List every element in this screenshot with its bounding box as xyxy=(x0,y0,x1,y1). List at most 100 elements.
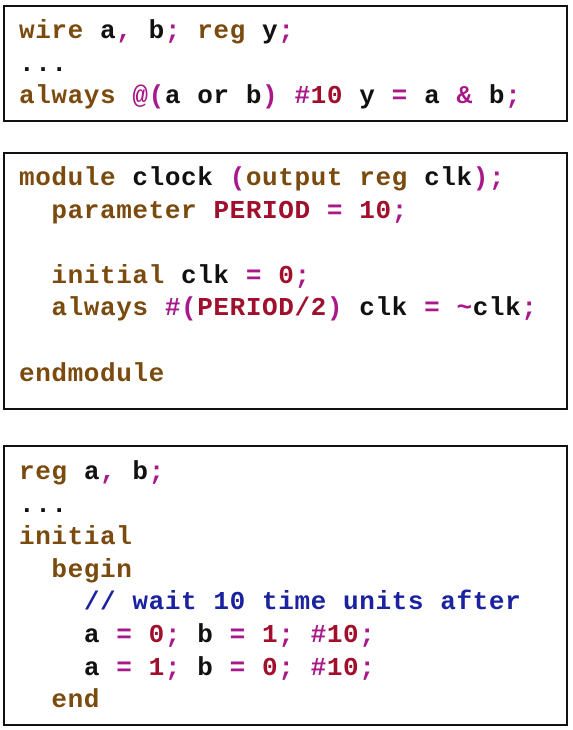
keyword-token: always xyxy=(19,81,117,112)
operator-token: = xyxy=(116,652,133,683)
keyword-token: reg xyxy=(359,163,408,193)
operator-token: ); xyxy=(472,163,506,193)
operator-token: # xyxy=(310,652,327,683)
identifier-token: b xyxy=(197,620,214,650)
whitespace-token xyxy=(262,261,278,291)
code-line: reg a, b; xyxy=(19,457,165,487)
operator-token: # xyxy=(294,81,311,112)
identifier-token: b xyxy=(488,81,506,112)
identifier-token: ... xyxy=(19,489,68,520)
whitespace-token xyxy=(473,81,489,111)
whitespace-token xyxy=(311,196,327,226)
keyword-token: output xyxy=(245,163,344,193)
number-token: 10 xyxy=(359,195,392,226)
code-line: begin xyxy=(19,555,132,585)
whitespace-token xyxy=(19,653,84,683)
whitespace-token xyxy=(181,16,197,46)
keyword-token: reg xyxy=(197,16,246,46)
code-line: a = 0; b = 1; #10; xyxy=(19,620,375,650)
identifier-token: clk xyxy=(359,293,408,324)
whitespace-token xyxy=(246,620,262,650)
operator-token: ~ xyxy=(456,293,473,324)
code-line: always @(a or b) #10 y = a & b; xyxy=(19,81,521,111)
operator-token: # xyxy=(310,620,327,650)
whitespace-token xyxy=(19,261,51,291)
operator-token: = xyxy=(424,293,441,324)
identifier-token: b xyxy=(148,16,165,46)
whitespace-token xyxy=(343,293,359,323)
keyword-token: module xyxy=(19,163,117,193)
whitespace-token xyxy=(100,620,116,650)
code-line: // wait 10 time units after xyxy=(19,587,521,617)
operator-token: ; xyxy=(278,652,295,683)
whitespace-token xyxy=(19,293,51,323)
whitespace-token xyxy=(440,293,456,323)
operator-token: = xyxy=(326,195,344,226)
keyword-token: always xyxy=(51,293,149,324)
keyword-token: wire xyxy=(19,16,84,46)
operator-token: , xyxy=(100,457,117,487)
operator-token: = xyxy=(229,620,246,650)
keyword-token: reg xyxy=(19,457,68,487)
operator-token: #( xyxy=(164,293,198,324)
whitespace-token xyxy=(246,653,262,683)
operator-token: ) xyxy=(262,81,279,112)
number-token: 0 xyxy=(278,260,295,291)
code-line: parameter PERIOD = 10; xyxy=(19,196,408,226)
number-token: 1 xyxy=(148,652,165,683)
identifier-token: clk xyxy=(424,163,473,193)
whitespace-token xyxy=(181,653,197,683)
whitespace-token xyxy=(230,261,246,291)
identifier-token: clock xyxy=(132,163,214,193)
operator-token: ; xyxy=(391,195,408,226)
whitespace-token xyxy=(440,81,456,111)
whitespace-token xyxy=(375,81,391,111)
whitespace-token xyxy=(19,587,84,617)
whitespace-token xyxy=(116,81,132,111)
identifier-token: b xyxy=(197,652,214,683)
comment-token: // wait 10 time units after xyxy=(83,587,522,618)
number-token: PERIOD xyxy=(213,195,311,226)
identifier-token: y xyxy=(359,81,376,112)
whitespace-token xyxy=(132,16,148,46)
keyword-token: end xyxy=(51,685,101,716)
operator-token: , xyxy=(116,16,133,46)
operator-token: @( xyxy=(132,81,165,112)
whitespace-token xyxy=(181,620,197,650)
operator-token: ; xyxy=(164,620,182,650)
code-line: a = 1; b = 0; #10; xyxy=(19,653,375,683)
number-token: PERIOD/2 xyxy=(197,293,327,324)
code-line: initial xyxy=(19,522,132,552)
identifier-token: a xyxy=(83,620,101,650)
keyword-token: begin xyxy=(51,554,133,585)
whitespace-token xyxy=(213,653,229,683)
whitespace-token xyxy=(343,196,359,226)
identifier-token: b xyxy=(132,457,149,487)
code-line: end xyxy=(19,685,100,715)
code-line: always #(PERIOD/2) clk = ~clk; xyxy=(19,293,538,323)
whitespace-token xyxy=(116,457,132,487)
whitespace-token xyxy=(197,196,213,226)
whitespace-token xyxy=(68,457,84,487)
whitespace-token xyxy=(19,555,51,585)
whitespace-token xyxy=(19,685,51,715)
operator-token: ; xyxy=(278,620,295,650)
number-token: 0 xyxy=(262,652,279,683)
operator-token: ; xyxy=(164,652,182,683)
whitespace-token xyxy=(132,620,148,650)
whitespace-token xyxy=(132,653,148,683)
operator-token: ; xyxy=(505,81,522,112)
operator-token: ; xyxy=(359,652,376,683)
whitespace-token xyxy=(213,163,229,193)
identifier-token: y xyxy=(262,16,279,46)
whitespace-token xyxy=(246,16,262,46)
whitespace-token xyxy=(408,81,424,111)
whitespace-token xyxy=(278,81,294,111)
operator-token: ( xyxy=(229,163,246,193)
code-line: ... xyxy=(19,49,68,79)
operator-token: ; xyxy=(294,260,311,291)
whitespace-token xyxy=(149,293,165,323)
identifier-token: ... xyxy=(19,48,68,79)
whitespace-token xyxy=(408,293,424,323)
whitespace-token xyxy=(116,163,132,193)
